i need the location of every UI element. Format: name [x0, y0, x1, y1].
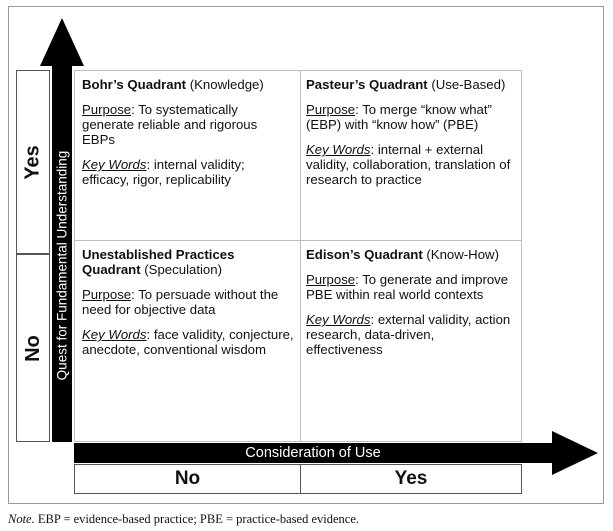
y-no-box	[16, 254, 50, 442]
grid-divider-vertical	[300, 70, 301, 442]
x-no-label: No	[74, 464, 301, 494]
grid-divider-horizontal	[74, 240, 522, 241]
x-axis-arrow	[74, 431, 598, 475]
quadrant-grid	[74, 70, 522, 442]
unestablished-quadrant: Unestablished Practices Quadrant (Specul…	[82, 247, 294, 357]
x-yes-label: Yes	[300, 464, 522, 494]
figure-frame	[8, 6, 604, 504]
x-axis-label: Consideration of Use	[245, 445, 381, 461]
y-axis-arrow	[40, 18, 84, 442]
figure-note: Note. EBP = evidence-based practice; PBE…	[8, 512, 359, 526]
pasteur-quadrant: Pasteur’s Quadrant (Use-Based) Purpose: …	[306, 77, 511, 187]
y-axis-label: Quest for Fundamental Understanding	[54, 150, 70, 380]
y-yes-box	[16, 70, 50, 254]
bohr-quadrant: Bohr’s Quadrant (Knowledge) Purpose: To …	[82, 77, 264, 187]
edison-quadrant: Edison’s Quadrant (Know-How) Purpose: To…	[306, 247, 511, 357]
y-yes-label: Yes	[21, 144, 44, 180]
y-no-label: No	[21, 334, 44, 362]
